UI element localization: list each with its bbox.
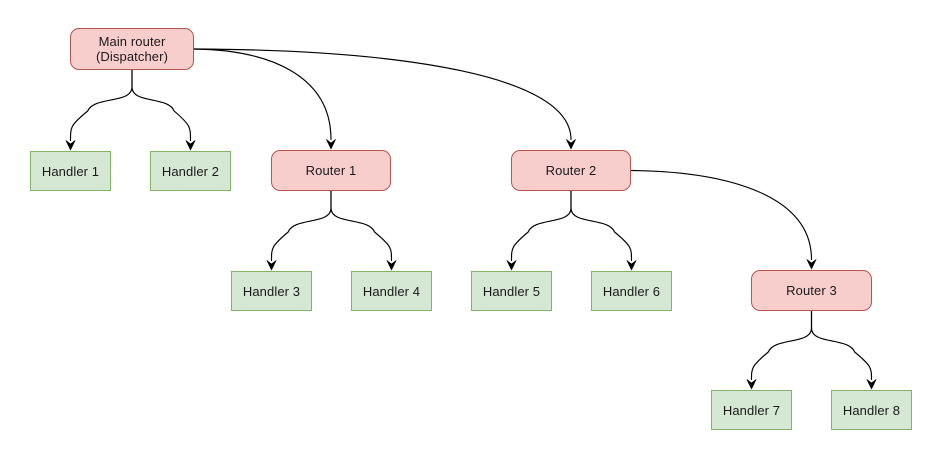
arrowhead-e-main-r2 [566, 139, 576, 150]
node-handler-7[interactable]: Handler 7 [711, 390, 792, 430]
node-handler-5[interactable]: Handler 5 [471, 271, 552, 311]
edge-e-r3-h8 [810, 310, 873, 381]
edge-e-r2-h6 [570, 190, 633, 262]
node-handler-4[interactable]: Handler 4 [351, 271, 432, 311]
edge-e-main-r1 [193, 48, 332, 141]
node-handler-1[interactable]: Handler 1 [30, 151, 111, 191]
edge-e-r1-h3 [270, 190, 332, 262]
node-router-3[interactable]: Router 3 [751, 270, 872, 311]
edge-e-main-h1 [69, 69, 133, 142]
arrowhead-e-r2-h5 [506, 260, 517, 271]
node-router-1[interactable]: Router 1 [271, 150, 391, 191]
arrowhead-e-r3-h7 [746, 379, 757, 390]
node-handler-2[interactable]: Handler 2 [150, 151, 231, 191]
edge-e-main-r2 [193, 48, 572, 141]
edge-e-r2-h5 [510, 190, 572, 262]
edge-e-main-h2 [131, 69, 192, 142]
arrowhead-e-r2-r3 [806, 259, 817, 270]
arrowhead-e-main-h2 [185, 140, 196, 151]
arrowhead-e-r1-h4 [386, 260, 397, 271]
node-handler-3[interactable]: Handler 3 [231, 271, 312, 311]
arrowhead-e-main-h1 [65, 140, 76, 151]
edge-e-r1-h4 [330, 190, 393, 262]
node-handler-8[interactable]: Handler 8 [831, 390, 912, 430]
edge-e-r2-r3 [630, 169, 813, 261]
node-handler-6[interactable]: Handler 6 [591, 271, 672, 311]
arrowhead-e-r3-h8 [866, 379, 877, 390]
node-main-router[interactable]: Main router (Dispatcher) [70, 28, 194, 70]
arrowhead-e-r1-h3 [266, 260, 277, 271]
edge-e-r3-h7 [750, 310, 813, 381]
arrowhead-e-main-r1 [326, 139, 336, 150]
arrowhead-e-r2-h6 [626, 260, 637, 271]
node-router-2[interactable]: Router 2 [511, 150, 631, 191]
